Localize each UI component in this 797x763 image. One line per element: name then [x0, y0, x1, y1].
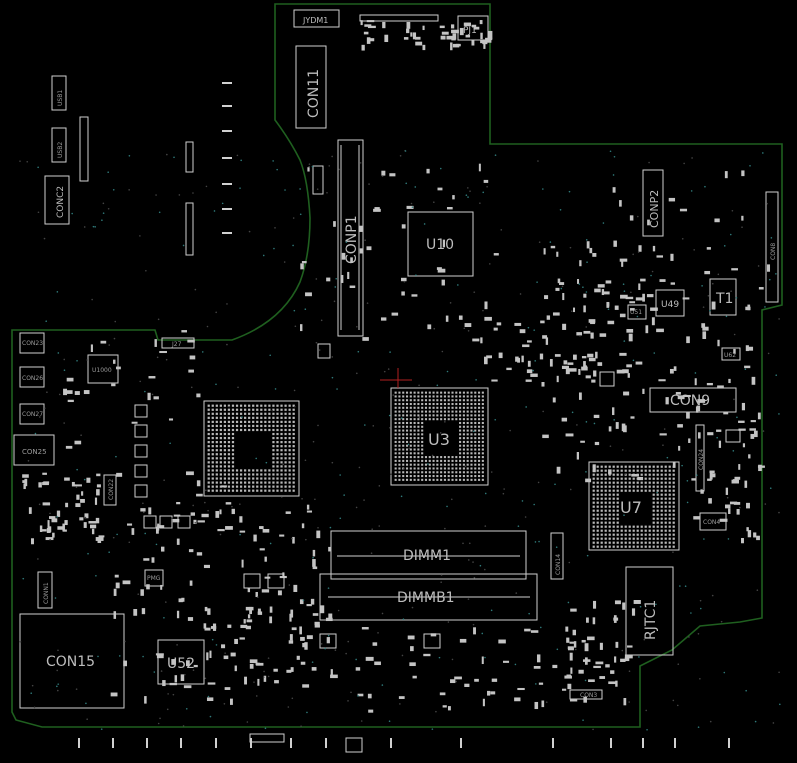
u1000-label: U1000: [92, 367, 112, 374]
conc2-box: [44, 175, 70, 225]
conp2-box: [642, 169, 664, 237]
con27-label: CON27: [22, 411, 43, 418]
left-bga-ball-grid: [207, 404, 295, 492]
dimm1-slot: [330, 530, 527, 580]
u3-ball-grid: [394, 391, 484, 481]
t1-box: [709, 278, 737, 316]
conp1-label: CONP1: [344, 215, 360, 264]
conp1-box: [337, 139, 364, 337]
t1-label: T1: [715, 291, 733, 307]
rjtc1-label: RJTC1: [643, 600, 659, 640]
u52-chip: [157, 639, 205, 685]
con14-box: [550, 532, 564, 580]
conc2-label: CONC2: [56, 186, 66, 218]
dimmb1-slot: [319, 573, 538, 621]
con23-label: CON23: [22, 340, 43, 347]
j27-label: J27: [171, 341, 182, 348]
con8-label: CON8: [770, 243, 777, 260]
jydm1-box: [293, 9, 340, 28]
u52-label: U52: [167, 656, 195, 672]
u62-label: U62: [724, 352, 736, 359]
via-dots: [19, 149, 781, 731]
rjtc1-box: [625, 566, 674, 656]
dimm1-label: DIMM1: [403, 548, 451, 564]
left-bga-chip: [203, 400, 300, 497]
pj1-label: PJ1: [463, 26, 477, 36]
con25-box: [13, 434, 55, 466]
jydm1-label: JYDM1: [302, 16, 328, 25]
pmg-label: PMG: [147, 575, 161, 582]
u7-chip: [588, 461, 680, 551]
u7-ball-grid: [592, 465, 675, 548]
pj1-box: [457, 15, 489, 41]
u10-label: U10: [426, 237, 454, 253]
u49-label: U49: [661, 300, 679, 310]
u3-label: U3: [428, 430, 450, 449]
con11-label: CON11: [306, 69, 322, 118]
con11-box: [295, 45, 327, 129]
dimmb1-label: DIMMB1: [397, 590, 455, 606]
con24-label: CON24: [698, 449, 705, 470]
u7-label: U7: [620, 498, 642, 517]
conn1-label: CONN1: [43, 582, 50, 604]
con4-label: CON4: [703, 519, 720, 526]
con25-label: CON25: [22, 448, 47, 456]
con15-label: CON15: [46, 654, 95, 670]
board-outline: [11, 3, 783, 728]
con8-box: [765, 191, 779, 303]
u51-label: U51: [630, 309, 642, 316]
con26-label: CON26: [22, 375, 43, 382]
u10-chip: [407, 211, 474, 277]
con3-label: CON3: [580, 692, 597, 699]
conn1-box: [37, 571, 53, 609]
conp2-label: CONP2: [648, 190, 661, 228]
passive-components: [22, 20, 771, 753]
u3-chip: [390, 387, 489, 486]
con22-label: CON22: [108, 479, 115, 500]
con9-box: [649, 387, 737, 413]
usb2-label: USB2: [57, 142, 64, 158]
usb1-label: USB1: [57, 90, 64, 106]
con14-label: CON14: [555, 554, 562, 575]
u49-chip: [655, 289, 685, 317]
